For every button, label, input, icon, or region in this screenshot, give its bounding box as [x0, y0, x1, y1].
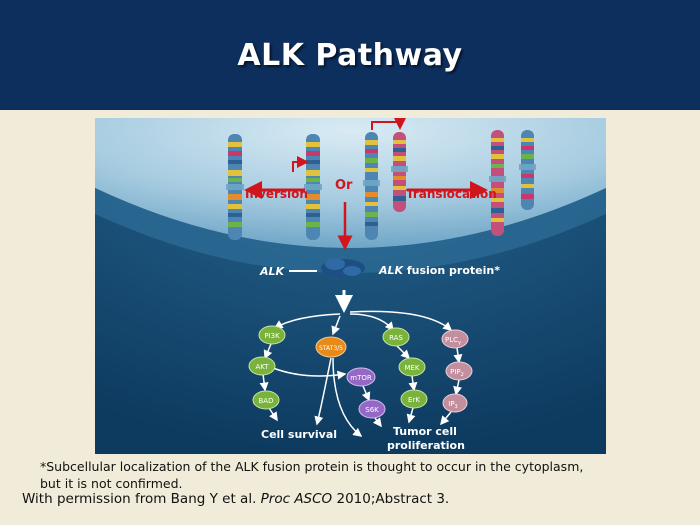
footnote-line1: *Subcellular localization of the ALK fus… — [40, 459, 584, 474]
arrow-stat-survival — [314, 357, 332, 426]
node-s6k: S6K — [358, 399, 386, 419]
arrow-bad-survival — [268, 407, 278, 422]
arrow-akt-mtor — [272, 367, 347, 380]
tumor-label-line2: proliferation — [387, 439, 465, 452]
node-ip3-base: IP — [448, 400, 454, 408]
or-label: Or — [335, 178, 353, 193]
arrow-plc-pip2 — [453, 347, 463, 364]
node-ip3-sub: 3 — [455, 404, 458, 410]
credit-prefix: With permission from Bang Y et al. — [22, 491, 261, 507]
fusion-protein-suffix: fusion protein* — [403, 264, 500, 277]
background-wave — [95, 188, 606, 273]
node-ras-label: RAS — [389, 334, 403, 342]
chromosome-2 — [304, 134, 322, 240]
footnote: *Subcellular localization of the ALK fus… — [40, 458, 680, 492]
alk-label: ALK — [259, 265, 286, 278]
pathway-diagram: Inversion Or Translocation ALK ALK fusio… — [95, 118, 606, 454]
node-plc: PLCγ — [441, 329, 469, 349]
arrow-pi3k-akt — [263, 343, 273, 360]
chromosome-3 — [363, 132, 380, 240]
chromosome-5 — [489, 130, 506, 236]
node-pi3k: PI3K — [258, 325, 286, 345]
node-mtor: mTOR — [346, 367, 376, 387]
branch-to-pi3k — [273, 313, 341, 329]
credit-suffix: 2010;Abstract 3. — [332, 491, 450, 507]
node-pip2-base: PIP — [450, 368, 461, 376]
node-ip3-label: IP3 — [448, 400, 457, 410]
node-stat-label: STAT3/5 — [319, 345, 343, 352]
node-pip2-sub: 2 — [461, 372, 464, 378]
node-pip2: PIP2 — [445, 361, 473, 381]
translocation-bracket — [371, 118, 406, 130]
node-pip2-label: PIP2 — [450, 368, 464, 378]
arrow-erk-proliferation — [406, 407, 416, 424]
inversion-label: Inversion — [245, 187, 308, 201]
node-ras: RAS — [382, 327, 410, 347]
arrow-pip2-ip3 — [453, 379, 462, 396]
node-plc-label: PLCγ — [445, 336, 461, 346]
node-erk-label: ErK — [408, 396, 420, 404]
chromosome-6 — [519, 130, 536, 210]
arrow-ras-mek — [396, 345, 411, 360]
node-bad-label: BAD — [259, 397, 274, 405]
node-plc-base: PLC — [445, 336, 458, 344]
node-mek-label: MEK — [404, 364, 419, 372]
arrow-mek-erk — [408, 375, 418, 392]
node-stat: STAT3/5 — [315, 336, 347, 358]
chromosome-4 — [391, 132, 408, 212]
arrow-ip3-proliferation — [440, 411, 452, 426]
arrow-s6k-proliferation — [372, 417, 382, 428]
node-mtor-label: mTOR — [350, 374, 372, 382]
fusion-protein-label: ALK fusion protein* — [378, 264, 500, 277]
fusion-protein-icon — [321, 258, 365, 277]
node-plc-sub: γ — [458, 340, 461, 346]
arrow-mtor-s6k — [361, 385, 371, 402]
slide-title: ALK Pathway — [237, 38, 463, 73]
node-erk: ErK — [400, 389, 428, 409]
node-s6k-label: S6K — [365, 406, 379, 414]
branch-to-plc — [349, 310, 453, 331]
branch-to-stat — [331, 315, 341, 336]
fusion-protein-prefix: ALK — [378, 264, 405, 277]
chromosome-1 — [226, 134, 244, 240]
inversion-bracket — [292, 156, 309, 172]
node-mek: MEK — [398, 357, 426, 377]
credit-line: With permission from Bang Y et al. Proc … — [22, 491, 692, 507]
branch-to-ras — [349, 313, 394, 332]
footnote-line2: but it is not confirmed. — [40, 476, 183, 491]
arrow-akt-bad — [259, 373, 269, 392]
credit-journal: Proc ASCO — [260, 491, 333, 507]
translocation-label: Translocation — [406, 187, 497, 201]
background-surface — [95, 118, 606, 248]
arrow-stat-proliferation — [332, 357, 363, 437]
node-bad: BAD — [252, 390, 280, 410]
cell-survival-label: Cell survival — [261, 428, 337, 441]
title-bar: ALK Pathway — [0, 0, 700, 110]
node-ip3: IP3 — [442, 393, 468, 413]
node-pi3k-label: PI3K — [264, 332, 280, 340]
alk-pathway-figure: Inversion Or Translocation ALK ALK fusio… — [95, 118, 606, 454]
node-akt-label: AKT — [255, 363, 269, 371]
node-akt: AKT — [248, 356, 276, 376]
tumor-label-line1: Tumor cell — [393, 425, 457, 438]
